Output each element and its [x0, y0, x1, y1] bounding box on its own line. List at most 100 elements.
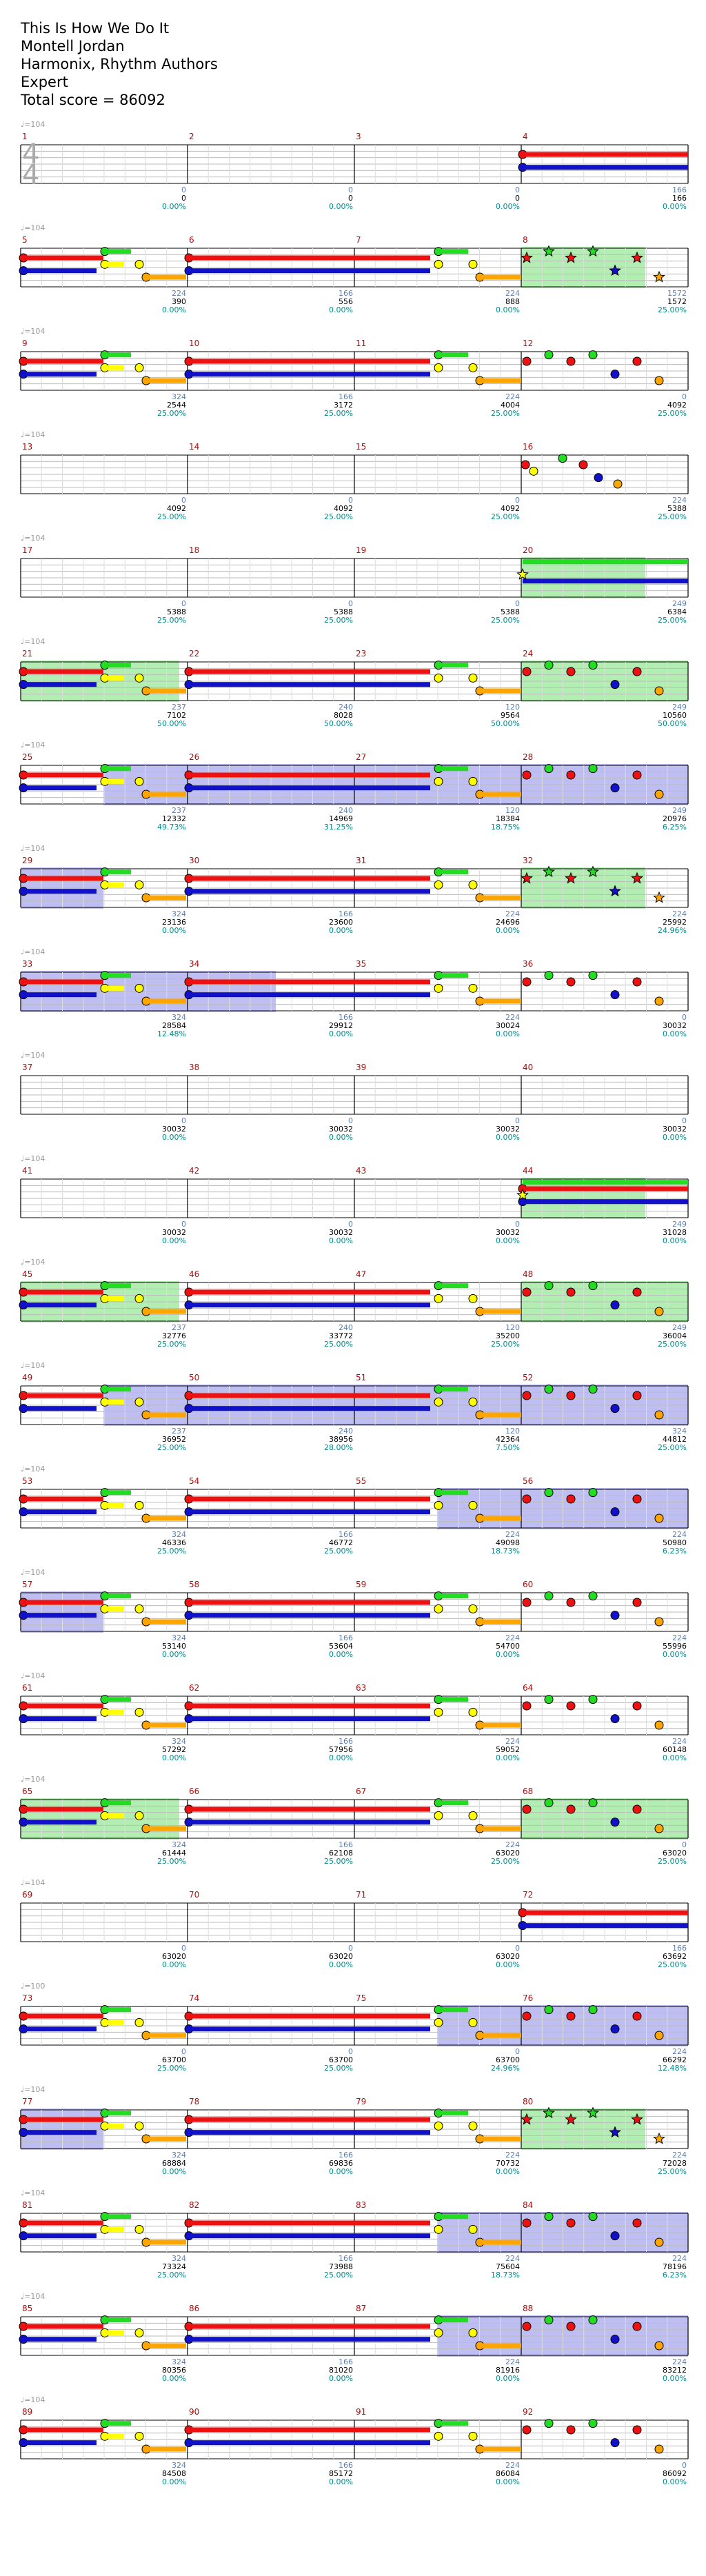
note-gem: [566, 2218, 576, 2228]
measure-score: 240: [339, 806, 353, 815]
measure-number: 56: [523, 1476, 533, 1486]
measure-number: 68: [523, 1787, 533, 1796]
sustain: [23, 979, 103, 985]
note-gem: [522, 356, 532, 366]
note-gem: [468, 673, 478, 683]
measure-number: 73: [22, 1993, 32, 2003]
song-artist: Montell Jordan: [21, 38, 125, 54]
tempo-marker: ♩=104: [21, 1878, 45, 1887]
sustain: [438, 2111, 468, 2116]
measure-score: 166: [339, 2254, 353, 2263]
note-gem: [544, 2212, 554, 2222]
star-note: [521, 872, 533, 884]
running-total: 54700: [496, 1642, 520, 1651]
note-gem: [522, 1804, 532, 1814]
sustain: [23, 1716, 97, 1722]
sustain: [438, 869, 468, 875]
star-power-percent: 0.00%: [663, 1650, 687, 1659]
note-gem: [610, 1404, 620, 1413]
measure-number: 37: [22, 1063, 32, 1072]
note-gem: [544, 2005, 554, 2015]
star-power-percent: 25.00%: [491, 512, 520, 521]
measure-number: 18: [189, 545, 199, 555]
sustain: [146, 688, 186, 694]
measure-number: 33: [22, 959, 32, 969]
star-power-percent: 0.00%: [496, 926, 520, 935]
sustain: [23, 359, 103, 364]
star-power-percent: 18.73%: [491, 2271, 520, 2280]
note-gem: [566, 1701, 576, 1711]
measure-number: 82: [189, 2200, 199, 2210]
measure-score: 0: [515, 1116, 520, 1125]
note-gem: [588, 1281, 598, 1291]
measure-score: 237: [172, 1427, 186, 1436]
measure-number: 55: [356, 1476, 366, 1486]
measure-score: 0: [348, 1944, 353, 1953]
running-total: 55996: [663, 1642, 687, 1651]
sustain: [480, 1516, 521, 1521]
measure-number: 63: [356, 1683, 366, 1693]
sustain: [105, 985, 124, 991]
star-power-percent: 0.00%: [329, 1650, 353, 1659]
running-total: 57292: [162, 1745, 186, 1754]
star-power-percent: 24.96%: [658, 926, 687, 935]
measure-number: 5: [22, 235, 28, 245]
sustain: [105, 1813, 124, 1818]
measure-score: 1572: [667, 289, 687, 298]
measure-number: 83: [356, 2200, 366, 2210]
star-power-percent: 0.00%: [329, 2374, 353, 2383]
running-total: 6384: [667, 607, 687, 616]
note-gem: [610, 1818, 620, 1827]
running-total: 57956: [329, 1745, 353, 1754]
tempo-marker: ♩=104: [21, 120, 45, 129]
measure-number: 62: [189, 1683, 199, 1693]
running-total: 31028: [663, 1228, 687, 1237]
note-gem: [434, 1604, 443, 1613]
measure-score: 324: [172, 1530, 186, 1539]
star-power-percent: 0.00%: [496, 1029, 520, 1038]
sustain: [480, 1412, 521, 1418]
measure-number: 88: [523, 2304, 533, 2313]
star-note: [543, 245, 555, 257]
sustain: [105, 675, 124, 681]
running-total: 35200: [496, 1331, 520, 1340]
measure-number: 79: [356, 2097, 366, 2106]
sustain: [146, 1826, 186, 1831]
measure-number: 22: [189, 649, 199, 658]
song-header: This Is How We Do It Montell Jordan Harm…: [21, 19, 218, 109]
measure-score: 166: [339, 1530, 353, 1539]
measure-score: 324: [172, 1737, 186, 1746]
measure-number: 52: [523, 1373, 533, 1382]
measure-score: 166: [339, 1840, 353, 1849]
sustain: [189, 359, 430, 364]
note-gem: [632, 2011, 642, 2021]
sustain: [23, 255, 103, 261]
note-gem: [588, 1591, 598, 1601]
measure-score: 249: [672, 1220, 687, 1229]
song-charter: Harmonix, Rhythm Authors: [21, 56, 218, 72]
running-total: 5388: [167, 607, 186, 616]
sustain: [105, 2020, 124, 2025]
note-gem: [544, 1281, 554, 1291]
measure-score: 224: [505, 1013, 520, 1022]
note-gem: [134, 1294, 144, 1303]
note-gem: [632, 1494, 642, 1504]
measure-score: 224: [505, 1633, 520, 1642]
sustain: [23, 1393, 103, 1398]
measure-number: 7: [356, 235, 361, 245]
note-gem: [544, 1798, 554, 1808]
sustain: [23, 2117, 103, 2122]
running-total: 390: [172, 297, 186, 306]
sustain: [105, 1283, 131, 1289]
sustain: [480, 1619, 521, 1624]
running-total: 12332: [162, 814, 186, 823]
star-note: [521, 2113, 533, 2125]
note-gem: [654, 376, 664, 385]
measure-number: 27: [356, 752, 366, 762]
sustain: [23, 2220, 103, 2226]
note-gem: [134, 2431, 144, 2441]
sustain: [105, 1800, 131, 1806]
running-total: 46772: [329, 1538, 353, 1547]
sustain: [105, 365, 124, 370]
measure-score: 120: [505, 1323, 520, 1332]
